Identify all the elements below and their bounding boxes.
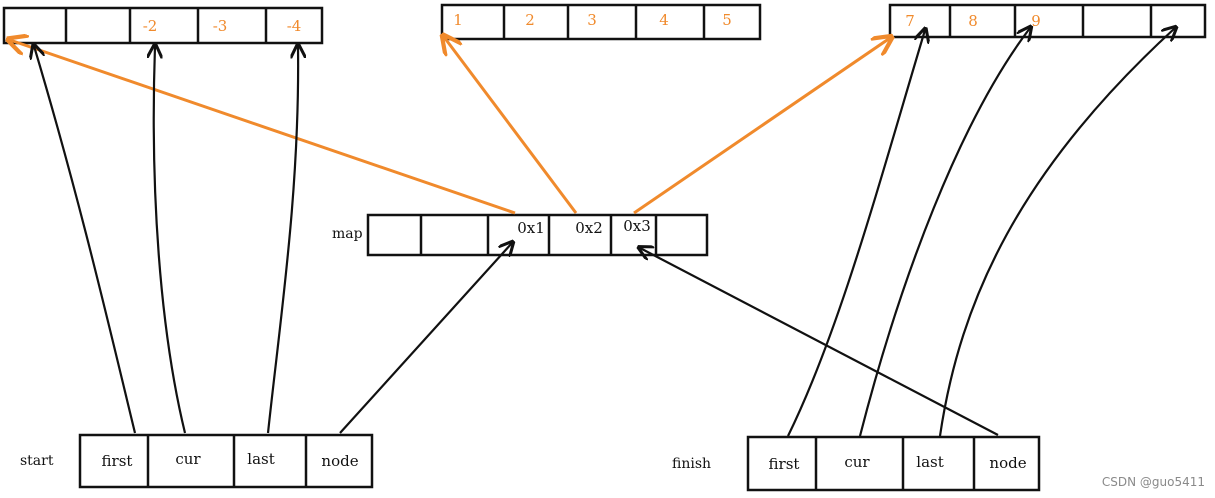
map-frame [366, 213, 709, 257]
arrow-start-node-to-map [339, 243, 512, 434]
finish-frame [746, 435, 1041, 492]
buffer-mid-cell-0: 1 [453, 11, 463, 29]
arrow-map-0x2-to-buffer-mid [444, 37, 578, 214]
map-cell-4: 0x3 [623, 217, 651, 235]
arrow-start-last [266, 46, 298, 434]
arrow-finish-first [787, 30, 925, 437]
finish-cell-cur: cur [844, 453, 870, 471]
buffer-left-cell-4: -4 [287, 17, 302, 35]
arrow-finish-last [938, 28, 1175, 437]
buffer-right-cell-0: 7 [905, 12, 915, 30]
buffer-right-frame [888, 3, 1207, 39]
finish-cell-last: last [916, 453, 943, 471]
finish-iterator: finish first cur last node [672, 435, 1041, 492]
buffer-left-frame [2, 6, 324, 45]
buffer-left-cell-2: -2 [143, 17, 158, 35]
map-label: map [332, 226, 363, 242]
arrow-map-0x3-to-buffer-right [633, 38, 890, 215]
start-cell-last: last [247, 450, 274, 468]
start-label: start [20, 453, 54, 469]
start-cell-node: node [321, 452, 358, 470]
buffer-mid-cell-3: 4 [659, 11, 669, 29]
finish-pointer-arrows [640, 28, 1175, 437]
arrow-start-first [34, 46, 137, 434]
buffer-left-cell-3: -3 [213, 17, 228, 35]
arrow-map-0x1-to-buffer-left [10, 40, 516, 215]
buffer-mid-cell-1: 2 [525, 11, 535, 29]
start-iterator: start first cur last node [20, 433, 374, 489]
map-cell-2: 0x1 [517, 219, 545, 237]
buffer-mid-frame [440, 3, 762, 41]
start-cell-first: first [102, 452, 133, 470]
start-frame [78, 433, 374, 489]
start-cell-cur: cur [175, 450, 201, 468]
finish-cell-first: first [769, 455, 800, 473]
arrow-finish-node-to-map [640, 248, 999, 436]
buffer-right-cell-1: 8 [968, 12, 978, 30]
finish-cell-node: node [989, 454, 1026, 472]
arrow-start-cur [154, 46, 187, 434]
map-cell-3: 0x2 [575, 219, 603, 237]
watermark-text: CSDN @guo5411 [1102, 475, 1205, 489]
start-pointer-arrows [34, 46, 512, 434]
map-to-buffer-arrows [10, 37, 890, 215]
buffer-right: 7 8 9 [888, 3, 1207, 39]
buffer-mid-cell-2: 3 [587, 11, 597, 29]
buffer-right-cell-2: 9 [1031, 12, 1041, 30]
buffer-left: -2 -3 -4 [2, 6, 324, 45]
buffer-mid: 1 2 3 4 5 [440, 3, 762, 41]
buffer-mid-cell-4: 5 [722, 11, 732, 29]
map-array: map 0x1 0x2 0x3 [332, 213, 709, 257]
finish-label: finish [672, 456, 711, 472]
arrow-finish-cur [858, 28, 1030, 437]
